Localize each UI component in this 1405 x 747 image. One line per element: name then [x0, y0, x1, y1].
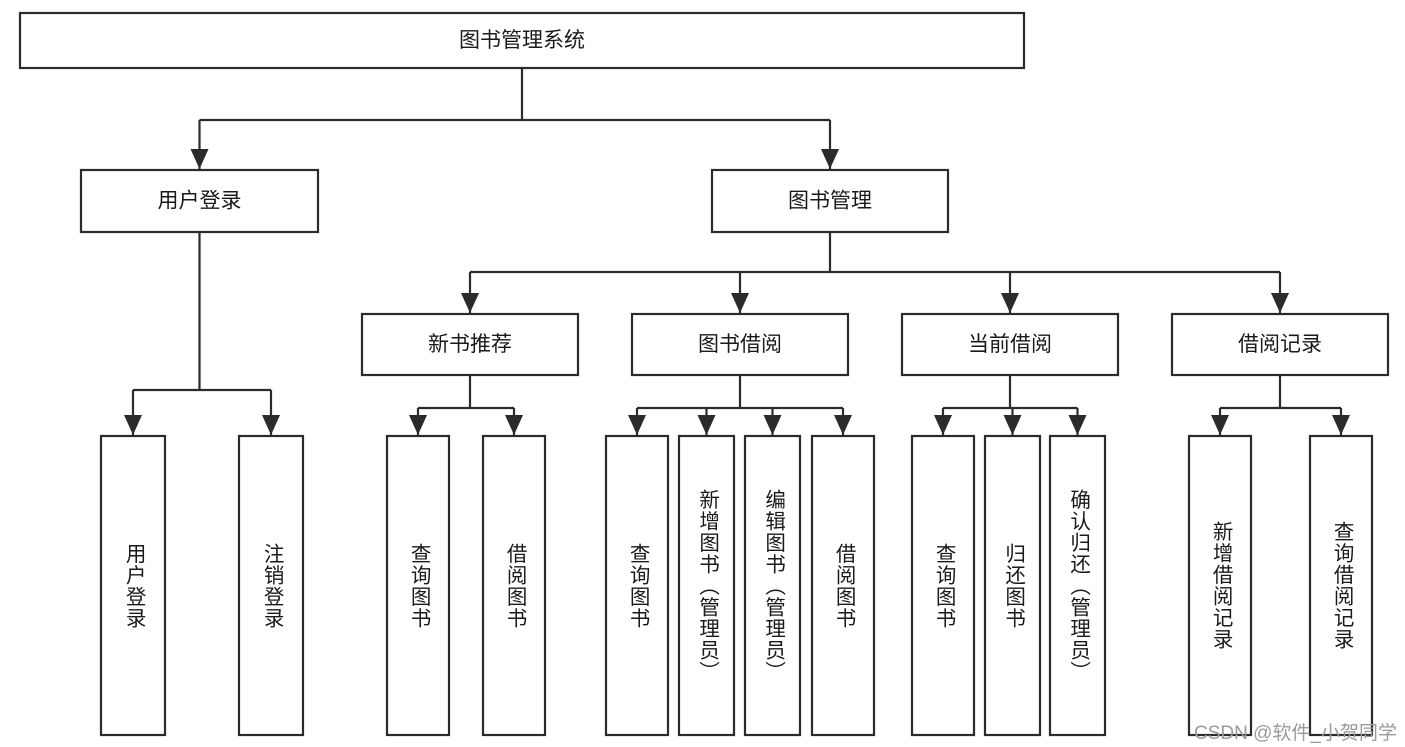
arrow-head-icon — [821, 149, 839, 169]
node-label-level2-0: 新书推荐 — [428, 333, 512, 356]
node-level2-2[interactable] — [900, 312, 1120, 377]
node-leaf-12[interactable] — [1308, 434, 1374, 737]
arrow-head-icon — [731, 293, 749, 313]
node-label-level1-1: 图书管理 — [788, 190, 872, 213]
arrow-head-icon — [461, 293, 479, 313]
arrow-head-icon — [1068, 415, 1087, 435]
arrow-head-icon — [1211, 415, 1229, 435]
node-leaf-1[interactable] — [237, 434, 305, 737]
arrow-head-icon — [1332, 415, 1350, 435]
node-leaf-0[interactable] — [99, 434, 167, 737]
arrow-head-icon — [409, 415, 427, 435]
node-leaf-8[interactable] — [910, 434, 976, 737]
arrow-head-icon — [763, 415, 782, 435]
arrow-head-icon — [1271, 293, 1289, 313]
node-label-level2-3: 借阅记录 — [1238, 333, 1322, 356]
node-level1-0[interactable] — [79, 168, 320, 234]
connectors-layer — [124, 68, 1350, 435]
node-label-root-system: 图书管理系统 — [459, 29, 585, 52]
node-leaf-2[interactable] — [385, 434, 451, 737]
node-label-level2-2: 当前借阅 — [968, 333, 1052, 356]
arrow-head-icon — [505, 415, 523, 435]
arrow-head-icon — [934, 415, 952, 435]
arrow-head-icon — [124, 415, 142, 435]
node-leaf-10[interactable] — [1048, 434, 1107, 737]
node-leaf-11[interactable] — [1187, 434, 1253, 737]
node-leaf-5[interactable] — [677, 434, 736, 737]
node-leaf-6[interactable] — [743, 434, 802, 737]
node-label-level1-0: 用户登录 — [158, 190, 242, 213]
node-leaf-4[interactable] — [604, 434, 670, 737]
node-label-level2-1: 图书借阅 — [698, 333, 782, 356]
node-level2-1[interactable] — [630, 312, 850, 377]
arrow-head-icon — [697, 415, 716, 435]
arrow-head-icon — [1003, 415, 1022, 435]
node-leaf-7[interactable] — [810, 434, 876, 737]
node-level1-1[interactable] — [710, 168, 950, 234]
node-leaf-3[interactable] — [481, 434, 547, 737]
node-leaf-9[interactable] — [983, 434, 1042, 737]
arrow-head-icon — [1001, 293, 1019, 313]
arrow-head-icon — [190, 149, 209, 169]
boxes-layer — [18, 11, 1390, 737]
arrow-head-icon — [628, 415, 646, 435]
node-root-system[interactable] — [18, 11, 1026, 70]
node-level2-3[interactable] — [1170, 312, 1390, 377]
arrow-head-icon — [262, 415, 280, 435]
arrow-head-icon — [834, 415, 852, 435]
node-level2-0[interactable] — [360, 312, 580, 377]
